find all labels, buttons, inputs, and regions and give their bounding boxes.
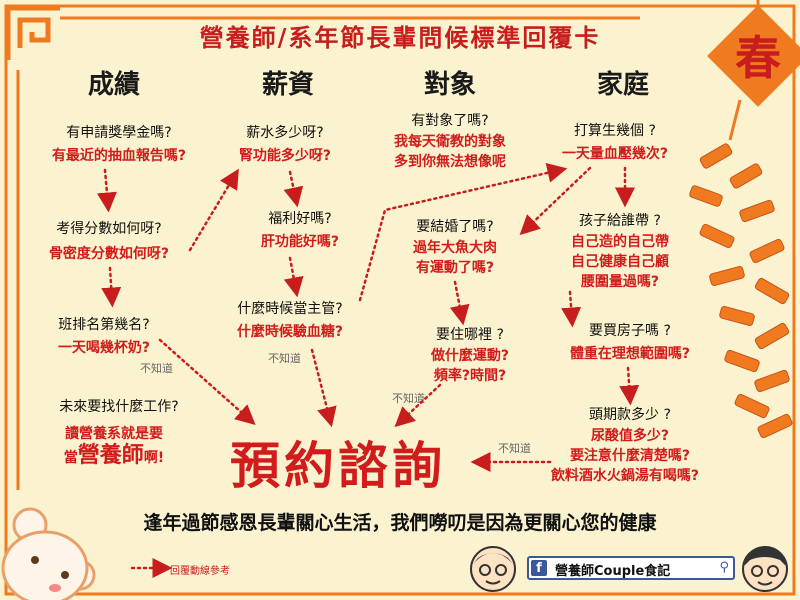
family-answer-2-line1: 自己造的自己帶	[571, 234, 669, 250]
partner-question-1: 有對象了嗎?	[411, 113, 489, 129]
partner-answer-2-line1: 過年大魚大肉	[413, 240, 497, 256]
avatar-left	[470, 546, 516, 592]
salary-question-2: 福利好嗎?	[268, 211, 332, 227]
grades-answer-4-line1: 讀營養系就是要	[65, 426, 163, 442]
avatar-right	[742, 546, 788, 592]
salary-question-1: 薪水多少呀?	[246, 125, 324, 141]
grades-question-3: 班排名第幾名?	[58, 317, 150, 333]
arrow-grades-1	[96, 168, 117, 213]
heading-partner: 對象	[423, 70, 476, 100]
appointment-consultation: 預約諮詢	[230, 436, 446, 495]
family-answer-1: 一天量血壓幾次?	[561, 146, 669, 162]
arrow-family-3	[561, 290, 582, 328]
family-answer-4-line3: 飲料酒水火鍋湯有喝嗎?	[550, 468, 700, 484]
heading-salary: 薪資	[261, 70, 314, 100]
salary-answer-2: 肝功能好嗎?	[260, 234, 340, 250]
grades-question-1: 有申請獎學金嗎?	[66, 125, 172, 141]
facebook-page-name: 營養師Couple食記	[555, 564, 671, 579]
dont-know-label-1: 不知道	[140, 362, 173, 375]
partner-answer-2-line2: 有運動了嗎?	[415, 260, 495, 276]
firecrackers-icon	[689, 143, 793, 439]
partner-question-2: 要結婚了嗎?	[416, 219, 494, 235]
mouse-mascot	[1, 507, 96, 600]
grades-answer-3: 一天喝幾杯奶?	[57, 340, 151, 356]
family-question-3: 要買房子嗎 ?	[589, 323, 671, 339]
grades-answer-2: 骨密度分數如何呀?	[48, 246, 170, 262]
partner-question-3: 要住哪裡 ?	[436, 327, 504, 343]
dont-know-label-3: 不知道	[392, 392, 425, 405]
arrow-family-1	[519, 166, 592, 236]
family-question-4: 頭期款多少 ?	[589, 407, 671, 423]
arrow-grades-2	[101, 266, 122, 308]
arrow-salary-1	[283, 170, 304, 208]
arrow-salary-to-partner	[358, 163, 568, 302]
heading-family: 家庭	[596, 70, 649, 100]
fret-ornament	[5, 5, 60, 60]
salary-answer-1: 腎功能多少呀?	[238, 148, 332, 164]
partner-answer-3-line1: 做什麼運動?	[430, 348, 510, 364]
salary-question-3: 什麼時候當主管?	[237, 301, 343, 317]
arrow-grades-to-salary	[188, 168, 239, 252]
family-question-2: 孩子給誰帶 ?	[579, 213, 661, 229]
spring-couplet-decoration: 春	[689, 0, 800, 439]
arrow-salary-2	[283, 256, 304, 298]
arrow-grades-to-center	[158, 338, 256, 425]
heading-grades: 成績	[87, 70, 140, 100]
facebook-search-bar[interactable]: f 營養師Couple食記 ⚲	[527, 556, 735, 580]
grades-question-2: 考得分數如何呀?	[56, 221, 162, 237]
family-answer-2-line3: 腰圍量過嗎?	[580, 274, 660, 290]
slogan: 逢年過節感恩長輩關心生活，我們嘮叨是因為更關心您的健康	[143, 512, 657, 534]
arrow-partner-to-center	[394, 383, 442, 428]
arrow-partner-1	[449, 280, 470, 326]
family-answer-4-line2: 要注意什麼清楚嗎?	[569, 448, 691, 464]
search-icon[interactable]: ⚲	[719, 560, 729, 575]
salary-answer-3: 什麼時候驗血糖?	[236, 324, 344, 340]
spring-char: 春	[735, 31, 781, 85]
legend-label: 回覆動線參考	[170, 566, 230, 577]
dont-know-label-4: 不知道	[498, 442, 531, 455]
grades-answer-4-line2: 當營養師啊!	[63, 443, 165, 468]
facebook-icon: f	[531, 560, 547, 576]
partner-answer-1-line2: 多到你無法想像呢	[394, 154, 506, 170]
family-question-1: 打算生幾個 ?	[574, 123, 656, 139]
family-answer-2-line2: 自己健康自己顧	[571, 254, 669, 270]
grades-question-4: 未來要找什麼工作?	[59, 399, 179, 415]
family-answer-3: 體重在理想範圍嗎?	[569, 346, 691, 362]
partner-answer-1-line1: 我每天衛教的對象	[394, 134, 506, 150]
grades-answer-1: 有最近的抽血報告嗎?	[51, 148, 187, 164]
page-title: 營養師/系年節長輩問候標準回覆卡	[199, 23, 601, 52]
dont-know-label-2: 不知道	[268, 352, 301, 365]
arrow-salary-to-center	[310, 348, 337, 428]
arrow-family-4	[619, 366, 640, 406]
partner-answer-3-line2: 頻率?時間?	[433, 368, 507, 384]
family-answer-4-line1: 尿酸值多少?	[590, 428, 670, 444]
